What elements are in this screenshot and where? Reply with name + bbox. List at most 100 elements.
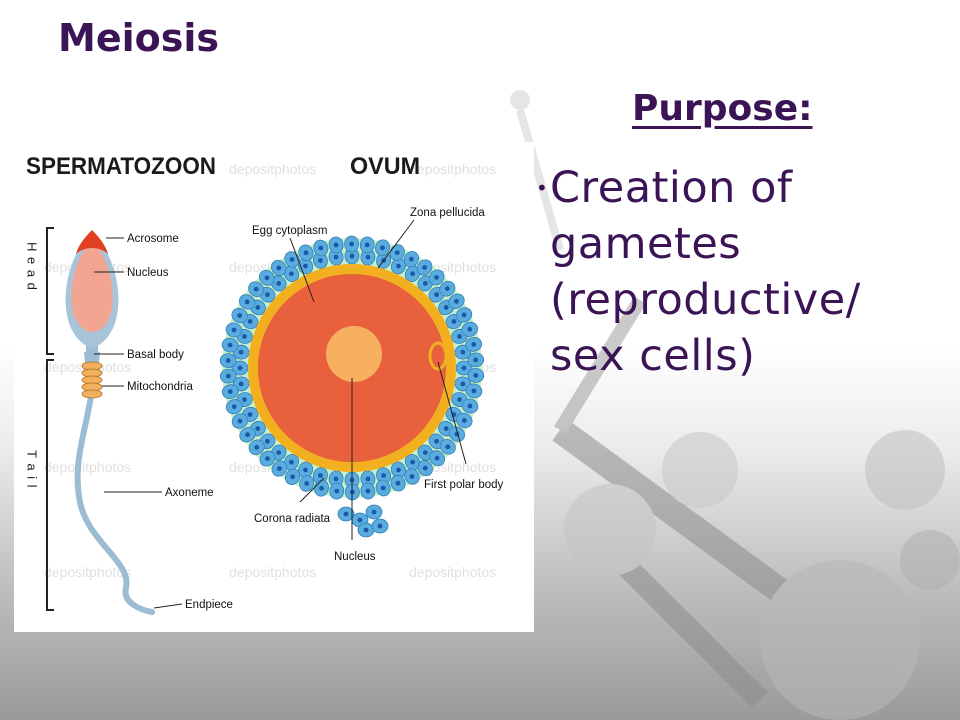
corona-cell-nucleus (318, 258, 323, 263)
corona-cell-nucleus (394, 250, 400, 255)
corona-cell-nucleus (396, 263, 401, 269)
ovum: Egg cytoplasm Zona pellucida First polar… (219, 207, 504, 563)
gamete-diagram-figure: depositphotos depositphotos depositphoto… (25, 153, 504, 615)
corona-cell-nucleus (444, 286, 450, 292)
corona-cell-nucleus (422, 450, 428, 455)
egg-nucleus (326, 326, 382, 382)
purpose-bullet-list: • Creation of gametes (reproductive/ sex… (536, 160, 936, 384)
corona-cell-nucleus (349, 241, 354, 247)
corona-cell-nucleus (445, 444, 451, 450)
corona-cell-nucleus (461, 312, 467, 318)
corona-cell-nucleus (276, 281, 282, 286)
corona-cell-nucleus (225, 373, 231, 379)
corona-cell-nucleus (237, 313, 243, 318)
corona-cell-nucleus (467, 326, 473, 332)
corona-cell-nucleus (231, 327, 237, 333)
corona-cell-nucleus (457, 334, 462, 339)
tail-bracket (46, 359, 54, 611)
corona-cell-nucleus (247, 412, 253, 417)
corona-cell-nucleus (289, 257, 295, 262)
corona-cell-nucleus (227, 389, 233, 394)
corona-cell-nucleus (380, 485, 386, 491)
corona-cell-nucleus (244, 299, 250, 305)
corona-cell-nucleus (253, 286, 259, 292)
corona-cell-nucleus (333, 242, 339, 248)
corona-cell-nucleus (242, 334, 247, 339)
label-mitochondria: Mitochondria (127, 381, 193, 393)
corona-cell-nucleus (277, 466, 282, 471)
corona-cell-nucleus (460, 349, 466, 355)
gamete-diagram: depositphotos depositphotos depositphoto… (14, 142, 534, 632)
corona-cell-nucleus (237, 418, 243, 424)
corona-cell-nucleus (422, 281, 428, 286)
watermark: depositphotos (409, 161, 496, 177)
mitochondria (81, 361, 103, 399)
spermatozoon: H e a d T a i l (25, 227, 233, 615)
label-corona-radiata: Corona radiata (254, 513, 331, 525)
basal-body (86, 346, 98, 356)
corona-cell-nucleus (225, 358, 231, 363)
watermark: depositphotos (229, 161, 316, 177)
corona-cell-nucleus (396, 467, 401, 473)
corona-cell-nucleus (454, 298, 459, 304)
corona-cell-nucleus (473, 357, 479, 363)
label-zona-pellucida: Zona pellucida (410, 207, 485, 219)
corona-cell-nucleus (255, 426, 261, 431)
corona-cell-nucleus (395, 480, 401, 486)
corona-cell-nucleus (422, 465, 428, 471)
label-egg-cytoplasm: Egg cytoplasm (252, 225, 327, 237)
corona-cell-nucleus (242, 397, 247, 402)
corona-cell-nucleus (467, 403, 473, 409)
corona-cell-nucleus (303, 250, 309, 256)
corona-cell-nucleus (318, 473, 323, 478)
corona-cell-nucleus (231, 404, 237, 410)
corona-cell-nucleus (409, 256, 414, 262)
corona-cell-nucleus (237, 365, 243, 371)
spermatozoon-title: SPERMATOZOON (26, 153, 216, 180)
acrosome (76, 230, 108, 254)
label-axoneme: Axoneme (165, 487, 214, 499)
corona-cell-nucleus (276, 450, 282, 455)
label-nucleus: Nucleus (127, 267, 169, 279)
corona-cell-nucleus (434, 275, 439, 280)
corona-cell-nucleus (434, 292, 439, 298)
corona-cell-nucleus (264, 275, 270, 281)
corona-cell-nucleus (318, 245, 324, 251)
corona-cell-nucleus (364, 242, 370, 248)
corona-cell-nucleus (471, 342, 477, 347)
corona-cell-nucleus (290, 474, 295, 480)
corona-cell-nucleus (333, 476, 339, 482)
label-egg-nucleus: Nucleus (334, 551, 376, 563)
bullet-item: • Creation of gametes (reproductive/ sex… (536, 160, 936, 384)
purpose-heading: Purpose: (632, 88, 813, 129)
corona-cell-nucleus (227, 342, 233, 348)
corona-cell-nucleus (434, 455, 440, 461)
head-bracket (46, 227, 54, 355)
ovum-title: OVUM (350, 153, 420, 180)
corona-cell-nucleus (304, 481, 310, 486)
corona-cell-nucleus (357, 517, 363, 523)
corona-cell-nucleus (371, 509, 377, 515)
corona-cell-nucleus (473, 373, 479, 378)
corona-cell-nucleus (276, 265, 282, 271)
corona-cell-nucleus (460, 381, 466, 387)
corona-cell-nucleus (265, 438, 270, 444)
corona-cell-nucleus (461, 365, 467, 371)
first-polar-body (428, 341, 448, 371)
corona-cell-nucleus (303, 263, 308, 269)
corona-cell-nucleus (245, 432, 250, 438)
corona-cell-nucleus (365, 254, 371, 260)
watermark: depositphotos (409, 564, 496, 580)
corona-cell-nucleus (303, 467, 308, 473)
corona-cell-nucleus (289, 459, 294, 465)
corona-cell-nucleus (410, 271, 415, 277)
corona-cell-nucleus (289, 271, 294, 277)
corona-cell-nucleus (409, 474, 415, 479)
corona-cell-nucleus (255, 305, 261, 310)
corona-cell-nucleus (365, 488, 371, 494)
sperm-tail (74, 387, 155, 615)
corona-cell-nucleus (365, 476, 371, 482)
corona-cell-nucleus (334, 488, 340, 494)
corona-cell-nucleus (443, 305, 449, 310)
